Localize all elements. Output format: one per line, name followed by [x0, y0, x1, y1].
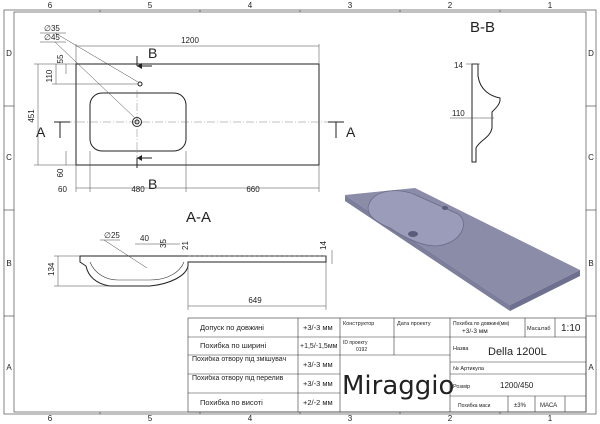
tolerance-value: +3/-3 мм [303, 379, 333, 388]
dim-60-bottom: 60 [58, 185, 67, 194]
section-bb-profile [471, 63, 501, 163]
col-label-top: 2 [448, 1, 453, 10]
cut-label-b: B [148, 176, 157, 192]
tolerance-label: Похибка по висоті [200, 398, 263, 407]
plan-view: B B A A 1200 ∅35 ∅45 110 55 451 60 [27, 24, 356, 194]
row-label-left: A [6, 363, 12, 372]
section-aa-profile [79, 255, 327, 287]
length-tolerance-label: Похибка по довжині(мм) [453, 321, 510, 327]
col-label-top: 6 [48, 1, 53, 10]
dim-aa-649: 649 [248, 296, 262, 305]
row-label-right: A [588, 363, 594, 372]
col-label-top: 1 [548, 1, 553, 10]
col-label-bottom: 6 [48, 414, 53, 423]
mass-label: МАСА [540, 403, 557, 409]
dim-451: 451 [27, 109, 36, 123]
iso-view [345, 188, 580, 311]
col-label-bottom: 4 [248, 414, 253, 423]
tolerance-value: +2/-2 мм [303, 398, 333, 407]
scale-value: 1:10 [561, 323, 581, 334]
dim-aa-134: 134 [47, 262, 56, 276]
tolerance-label: Допуск по довжині [200, 323, 264, 332]
tolerance-label: Похибка отвору під змішувач [192, 356, 287, 363]
cut-label-b: B [148, 45, 157, 61]
leader-line [103, 239, 148, 269]
tolerance-label: Похибка по ширині [200, 341, 266, 350]
row-label-right: D [588, 49, 594, 58]
mass-tolerance-value: ±3% [514, 403, 527, 409]
name-label: Назва [453, 346, 469, 352]
cut-arrow-b [137, 65, 152, 159]
col-label-top: 4 [248, 1, 253, 10]
basin-3d [367, 190, 464, 247]
dim-bb-14: 14 [454, 61, 463, 70]
row-label-right: C [588, 153, 594, 162]
title-block: Допуск по довжині +3/-3 мм Похибка по ши… [187, 317, 587, 413]
basin-inner-profile [89, 261, 185, 281]
section-bb: B-B 14 110 [450, 19, 501, 163]
cut-label-a: A [346, 124, 356, 140]
leader-line [54, 41, 136, 119]
name-value: Della 1200L [488, 346, 547, 358]
cut-arrow-b [137, 63, 142, 161]
length-tolerance-value: +3/-3 мм [462, 328, 488, 335]
dim-aa-21: 21 [181, 241, 190, 250]
dim-110: 110 [45, 69, 54, 82]
col-label-top: 5 [148, 1, 153, 10]
leader-line [54, 32, 139, 83]
drain-3d [408, 231, 418, 237]
dim-aa-hole: ∅25 [104, 231, 120, 240]
tolerance-label: Похибка отвору під перелив [192, 375, 284, 382]
row-label-left: D [6, 49, 12, 58]
dim-bb-110: 110 [452, 109, 465, 118]
tolerance-value: +1,5/-1,5мм [300, 343, 338, 350]
dim-aa-40: 40 [140, 234, 149, 243]
title-block-border [187, 317, 587, 413]
faucet-hole [137, 81, 143, 87]
col-label-bottom: 2 [448, 414, 453, 423]
size-value: 1200/450 [500, 381, 534, 390]
dim-660: 660 [246, 185, 260, 194]
countertop-outline [75, 63, 320, 166]
col-label-top: 3 [348, 1, 353, 10]
project-date-label: Дата проекту [397, 321, 431, 327]
size-label: Розмір [453, 384, 470, 390]
col-label-bottom: 3 [348, 414, 353, 423]
dim-hole-45: ∅45 [44, 33, 60, 42]
dim-1200: 1200 [181, 36, 199, 45]
row-label-right: B [588, 259, 593, 268]
cut-label-a: A [36, 124, 46, 140]
row-label-left: B [6, 259, 11, 268]
col-label-bottom: 1 [548, 414, 553, 423]
section-aa: A-A ∅25 40 35 21 14 134 649 [47, 209, 333, 310]
frame-ticks [4, 10, 596, 414]
dim-aa-14: 14 [319, 241, 328, 250]
row-label-left: C [6, 153, 12, 162]
scale-label: Масштаб [527, 326, 551, 332]
col-label-bottom: 5 [148, 414, 153, 423]
section-bb-title: B-B [470, 19, 495, 36]
dim-55: 55 [56, 54, 65, 63]
faucet-hole-3d [442, 206, 448, 210]
brand-logo: Miraggio [342, 371, 454, 401]
article-label: № Артикула [453, 366, 485, 372]
project-id-label: ID проекту [343, 340, 368, 346]
constructor-label: Конструктор [343, 321, 374, 327]
cut-arrow-a [54, 121, 70, 138]
dim-480: 480 [131, 185, 145, 194]
countertop-3d-front [510, 270, 580, 311]
mass-tolerance-label: Похибка маси [458, 403, 491, 409]
dim-60-side: 60 [56, 168, 65, 177]
tolerance-value: +3/-3 мм [303, 360, 333, 369]
cut-arrow-a [328, 121, 344, 138]
dim-aa-35: 35 [159, 239, 168, 248]
section-aa-title: A-A [186, 209, 211, 226]
tolerance-value: +3/-3 мм [303, 323, 333, 332]
project-id-value: 0192 [356, 347, 367, 353]
dim-hole-35: ∅35 [44, 24, 60, 33]
